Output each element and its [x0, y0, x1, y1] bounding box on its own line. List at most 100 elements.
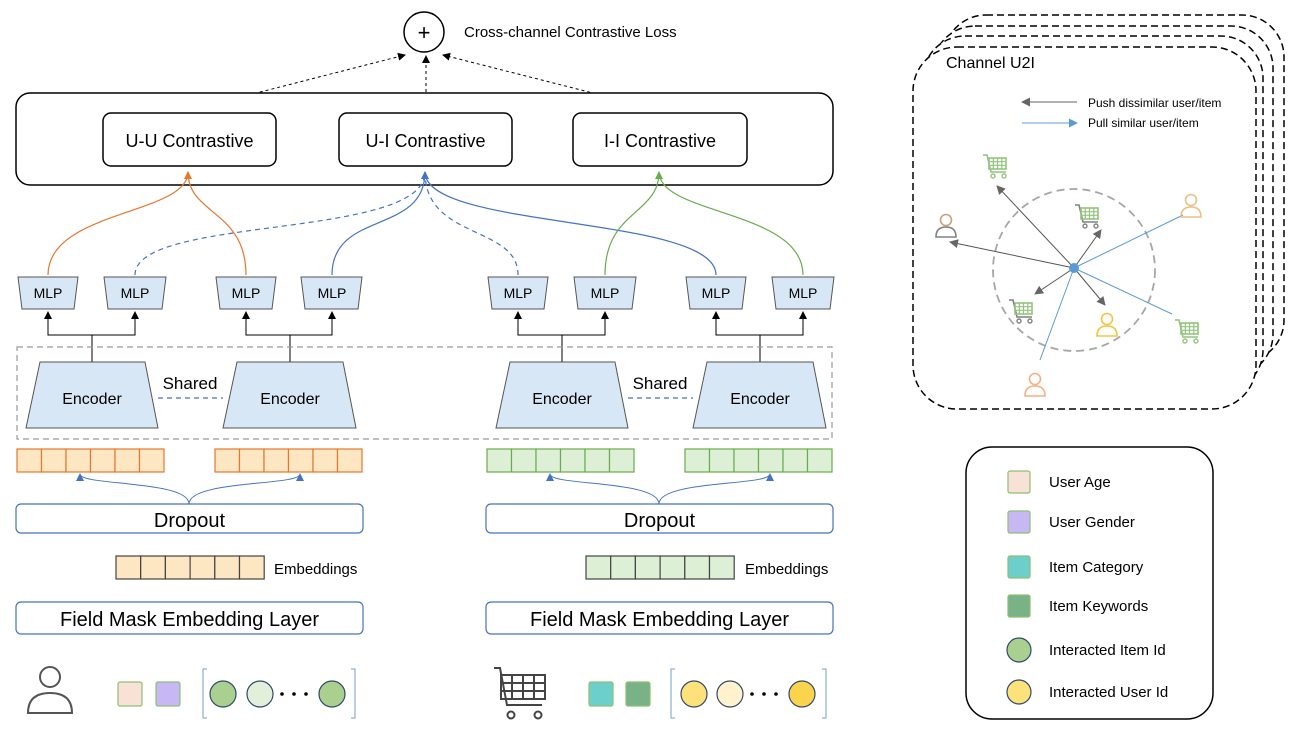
- vector-cell: [65, 448, 92, 473]
- encoder-item-left: Encoder: [495, 361, 629, 429]
- mlp-user-4: MLP: [300, 276, 363, 310]
- vector-cell: [659, 555, 686, 580]
- push-legend-label: Push dissimilar user/item: [1088, 96, 1221, 110]
- legend-swatch: [1007, 555, 1031, 579]
- vector-cell: [535, 448, 562, 473]
- svg-text:MLP: MLP: [591, 285, 620, 301]
- mlp-user-2: MLP: [103, 276, 167, 310]
- vector-cell: [585, 555, 612, 580]
- svg-text:MLP: MLP: [232, 285, 261, 301]
- vector-cell: [214, 555, 241, 580]
- svg-text:Encoder: Encoder: [730, 391, 790, 408]
- svg-text:Field Mask Embedding Layer: Field Mask Embedding Layer: [530, 609, 789, 631]
- embeddings-label-user: Embeddings: [274, 561, 357, 578]
- svg-text:MLP: MLP: [504, 285, 533, 301]
- legend-label: Interacted Item Id: [1049, 642, 1166, 659]
- push-lines: [949, 185, 1106, 306]
- item-category-feature: [588, 681, 614, 707]
- svg-text:MLP: MLP: [318, 285, 347, 301]
- mlp-row: MLP MLP MLP MLP MLP MLP MLP MLP: [17, 276, 835, 310]
- embedding-layer-item: Field Mask Embedding Layer: [485, 601, 834, 635]
- plus-icon: +: [418, 20, 431, 45]
- dropout-item: Dropout: [485, 503, 834, 534]
- legend-item: Interacted User Id: [1006, 679, 1168, 705]
- vector-cell: [782, 448, 809, 473]
- vector-cell: [238, 555, 265, 580]
- vector-cell: [164, 555, 191, 580]
- legend-item: User Age: [1007, 470, 1111, 494]
- vector-cell: [214, 448, 241, 473]
- encoder-container: [16, 346, 833, 440]
- interacted-user-id-2: [716, 680, 744, 708]
- legend-swatch: [1007, 470, 1031, 494]
- vector-cell: [115, 555, 142, 580]
- ellipsis-dots-user: [280, 692, 308, 696]
- vector-cell: [263, 448, 290, 473]
- user-dropout-vector-1: [16, 448, 165, 473]
- mlp-item-4: MLP: [771, 276, 835, 310]
- svg-text:MLP: MLP: [121, 285, 150, 301]
- encoder-user-right: Encoder: [222, 361, 357, 429]
- item-dropout-vector-2: [684, 448, 833, 473]
- svg-text:MLP: MLP: [702, 285, 731, 301]
- legend-item: User Gender: [1007, 510, 1135, 534]
- loss-sum-node: +: [403, 11, 445, 53]
- vector-cell: [684, 555, 711, 580]
- legend-swatch: [1007, 594, 1031, 618]
- interacted-item-id-3: [318, 680, 346, 708]
- vector-cell: [140, 555, 166, 580]
- embedding-layer-user: Field Mask Embedding Layer: [15, 601, 364, 635]
- vector-cell: [559, 448, 586, 473]
- cart-icon: [494, 667, 546, 720]
- vector-cell: [114, 448, 141, 473]
- svg-text:Dropout: Dropout: [154, 510, 226, 532]
- orange-curves: [47, 171, 247, 276]
- vector-cell: [584, 448, 611, 473]
- legend-item: Item Keywords: [1007, 594, 1148, 618]
- ellipsis-dots-item: [750, 692, 778, 696]
- ui-contrastive-box: U-I Contrastive: [338, 112, 513, 167]
- legend-item: Item Category: [1007, 555, 1144, 579]
- similarity-circle: [992, 188, 1156, 352]
- pull-legend-label: Pull similar user/item: [1088, 116, 1199, 130]
- mlp-item-2: MLP: [573, 276, 637, 310]
- vector-cell: [336, 448, 363, 473]
- vector-cell: [40, 448, 67, 473]
- mlp-user-3: MLP: [215, 276, 277, 310]
- item-seq-bracket-right: [822, 668, 827, 719]
- user-seq-bracket-left: [202, 668, 207, 719]
- legend-label: Item Category: [1049, 559, 1144, 576]
- shared-label-item: Shared: [633, 374, 688, 393]
- vector-cell: [708, 555, 735, 580]
- encoder-mlp-connectors: [44, 311, 807, 362]
- vector-cell: [684, 448, 711, 473]
- vector-cell: [610, 555, 637, 580]
- svg-text:I-I Contrastive: I-I Contrastive: [604, 131, 716, 151]
- user-embedding-vector: [115, 555, 265, 580]
- vector-cell: [806, 448, 833, 473]
- vector-cell: [733, 448, 760, 473]
- legend-item: Interacted Item Id: [1006, 637, 1166, 663]
- uu-contrastive-box: U-U Contrastive: [102, 112, 277, 167]
- embeddings-label-item: Embeddings: [745, 561, 828, 578]
- green-curves: [604, 171, 804, 276]
- item-dropout-vector-1: [486, 448, 635, 473]
- vector-cell: [238, 448, 265, 473]
- dropout-user: Dropout: [15, 503, 364, 534]
- interacted-user-id-3: [788, 680, 816, 708]
- ii-contrastive-box: I-I Contrastive: [572, 112, 748, 167]
- svg-text:Encoder: Encoder: [532, 391, 592, 408]
- encoder-user-left: Encoder: [25, 361, 159, 429]
- vector-cell: [708, 448, 735, 473]
- legend-label: User Gender: [1049, 514, 1135, 531]
- vector-cell: [634, 555, 661, 580]
- vector-cell: [757, 448, 784, 473]
- vector-cell: [486, 448, 513, 473]
- svg-text:U-U Contrastive: U-U Contrastive: [125, 131, 253, 151]
- vector-cell: [189, 555, 216, 580]
- user-dropout-vector-2: [214, 448, 363, 473]
- svg-text:MLP: MLP: [789, 285, 818, 301]
- interacted-item-id-1: [209, 680, 237, 708]
- vector-cell: [89, 448, 116, 473]
